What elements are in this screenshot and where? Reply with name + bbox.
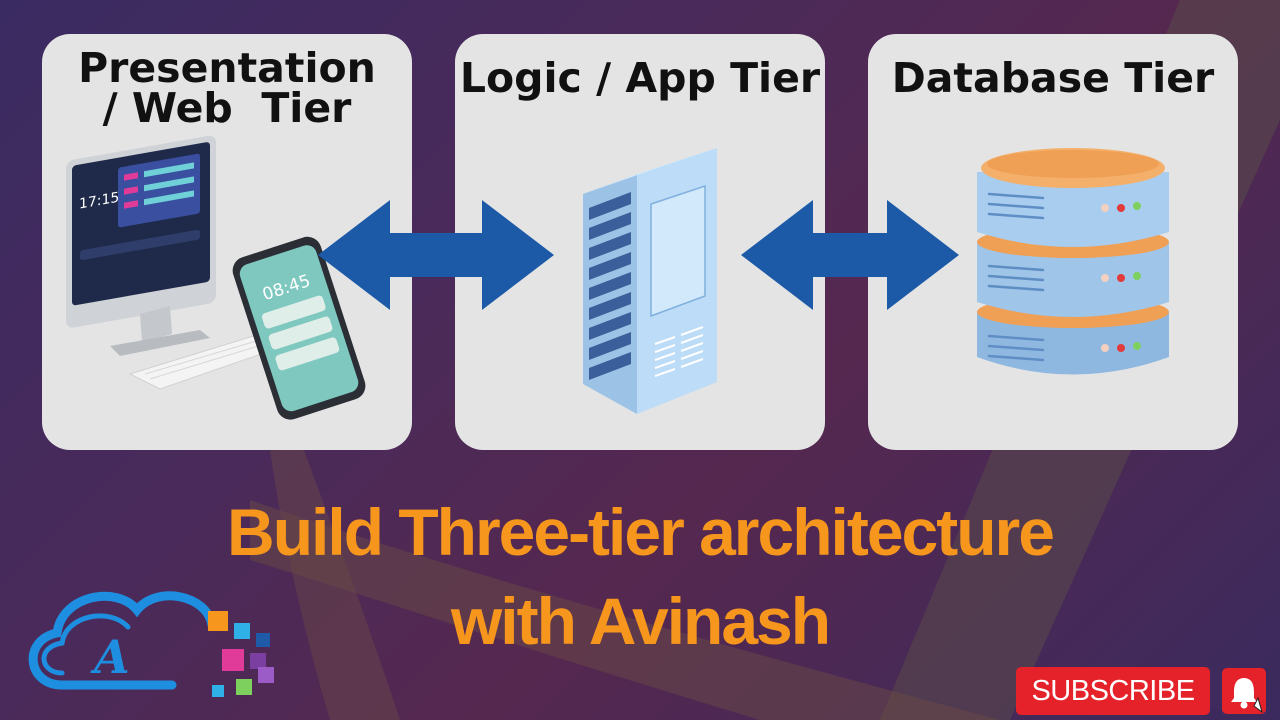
server-rack-icon <box>583 148 717 414</box>
desktop-and-phone-icon: 17:15 08:45 <box>66 135 366 420</box>
database-stack-icon <box>977 148 1169 375</box>
avinash-cloud-logo: A <box>28 591 274 697</box>
subscribe-button[interactable]: SUBSCRIBE <box>1016 667 1210 715</box>
logic-tier-title: Logic / App Tier <box>459 54 821 102</box>
headline-line1: Build Three-tier architecture <box>227 495 1055 569</box>
presentation-tier-panel: Presentation / Web Tier 17:15 <box>42 34 412 450</box>
arrow-presentation-logic <box>318 200 554 310</box>
database-tier-title: Database Tier <box>891 54 1215 102</box>
bell-icon <box>1231 678 1263 714</box>
presentation-tier-title-line1: Presentation <box>78 44 376 92</box>
logo-letter: A <box>90 630 130 684</box>
presentation-tier-title: Presentation / Web Tier <box>42 44 412 132</box>
arrow-logic-database <box>741 200 959 310</box>
presentation-tier-title-line2: / Web Tier <box>102 84 352 132</box>
monitor-clock: 17:15 <box>79 190 119 213</box>
headline-line2: with Avinash <box>450 584 831 658</box>
notification-bell-button[interactable] <box>1222 668 1266 714</box>
